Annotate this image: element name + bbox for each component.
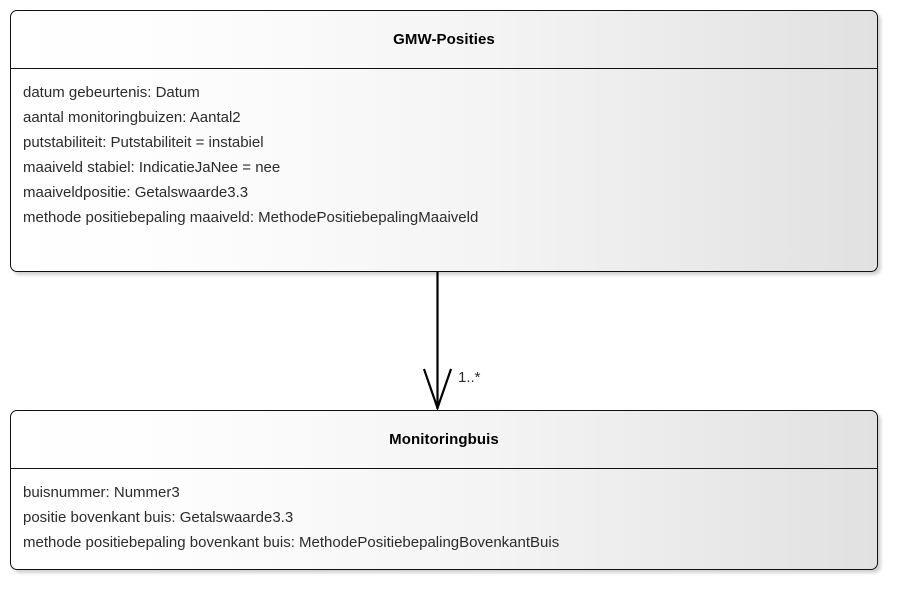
uml-attribute: methode positiebepaling bovenkant buis: … xyxy=(23,534,560,551)
uml-class-name-gmw-posities: GMW-Posities xyxy=(393,31,495,48)
uml-class-header-monitoringbuis: Monitoringbuis xyxy=(11,411,877,469)
uml-attribute: positie bovenkant buis: Getalswaarde3.3 xyxy=(23,509,294,526)
uml-class-monitoringbuis[interactable]: Monitoringbuis buisnummer: Nummer3 posit… xyxy=(10,410,878,570)
uml-attribute: aantal monitoringbuizen: Aantal2 xyxy=(23,109,241,126)
uml-attribute: putstabiliteit: Putstabiliteit = instabi… xyxy=(23,134,264,151)
uml-attribute: methode positiebepaling maaiveld: Method… xyxy=(23,209,479,226)
association-open-arrowhead-icon xyxy=(422,368,453,412)
association-target-multiplicity-label: 1..* xyxy=(458,369,481,386)
uml-class-header-gmw-posities: GMW-Posities xyxy=(11,11,877,69)
uml-class-name-monitoringbuis: Monitoringbuis xyxy=(389,431,499,448)
uml-attribute-compartment-monitoringbuis: buisnummer: Nummer3 positie bovenkant bu… xyxy=(11,469,877,565)
uml-class-gmw-posities[interactable]: GMW-Posities datum gebeurtenis: Datum aa… xyxy=(10,10,878,272)
uml-attribute: maaiveld stabiel: IndicatieJaNee = nee xyxy=(23,159,281,176)
uml-attribute: maaiveldpositie: Getalswaarde3.3 xyxy=(23,184,249,201)
uml-attribute: buisnummer: Nummer3 xyxy=(23,484,180,501)
uml-attribute: datum gebeurtenis: Datum xyxy=(23,84,200,101)
uml-attribute-compartment-gmw-posities: datum gebeurtenis: Datum aantal monitori… xyxy=(11,69,877,240)
